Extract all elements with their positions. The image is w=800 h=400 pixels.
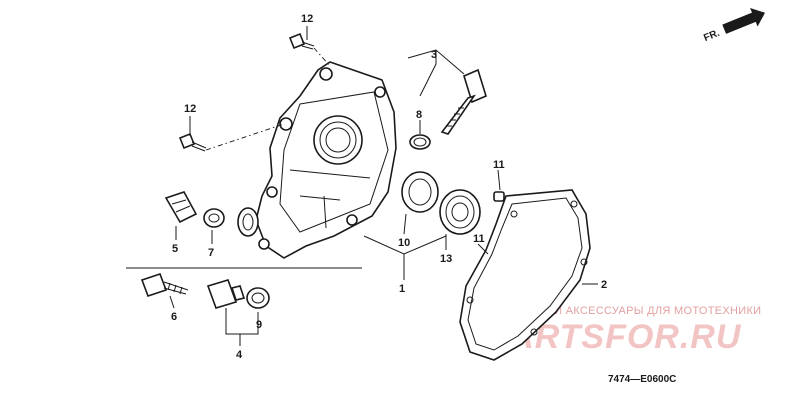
front-direction-arrow-icon: FR. (702, 7, 765, 44)
drain-bolt (140, 272, 189, 298)
callout-4: 4 (236, 349, 243, 361)
callout-8: 8 (416, 109, 422, 121)
washer (203, 208, 225, 228)
flange-bolt-left (178, 123, 285, 152)
callout-12-left: 12 (184, 103, 196, 115)
callout-9: 9 (256, 319, 262, 331)
oil-filler-cap (164, 191, 198, 224)
o-ring-gauge (409, 134, 431, 150)
case-cover-gasket (459, 189, 591, 361)
callout-5: 5 (172, 243, 178, 255)
callout-11-lower: 11 (473, 233, 485, 245)
o-ring-filler (246, 287, 270, 309)
direction-label: FR. (702, 28, 721, 44)
callout-13: 13 (440, 253, 452, 265)
callout-6: 6 (171, 311, 177, 323)
crankcase-cover (237, 61, 397, 259)
callout-3: 3 (431, 49, 437, 61)
oil-filler-cap-alt (206, 279, 246, 309)
dowel-pin-upper (493, 191, 505, 202)
callout-11-upper: 11 (493, 159, 505, 171)
ball-bearing (439, 189, 481, 235)
callouts: 12 12 3 8 11 11 5 7 10 13 2 1 6 9 4 (171, 13, 607, 361)
callout-2: 2 (601, 279, 607, 291)
oil-level-gauge (440, 68, 487, 135)
callout-12-top: 12 (301, 13, 313, 25)
callout-10: 10 (398, 237, 410, 249)
diagram-code: 7474—E0600C (608, 374, 676, 385)
callout-7: 7 (208, 247, 214, 259)
flange-bolt-top (288, 32, 331, 67)
leader-lines (169, 26, 598, 346)
arrow-shape (722, 7, 765, 34)
callout-1: 1 (399, 283, 405, 295)
oil-seal (401, 171, 439, 213)
